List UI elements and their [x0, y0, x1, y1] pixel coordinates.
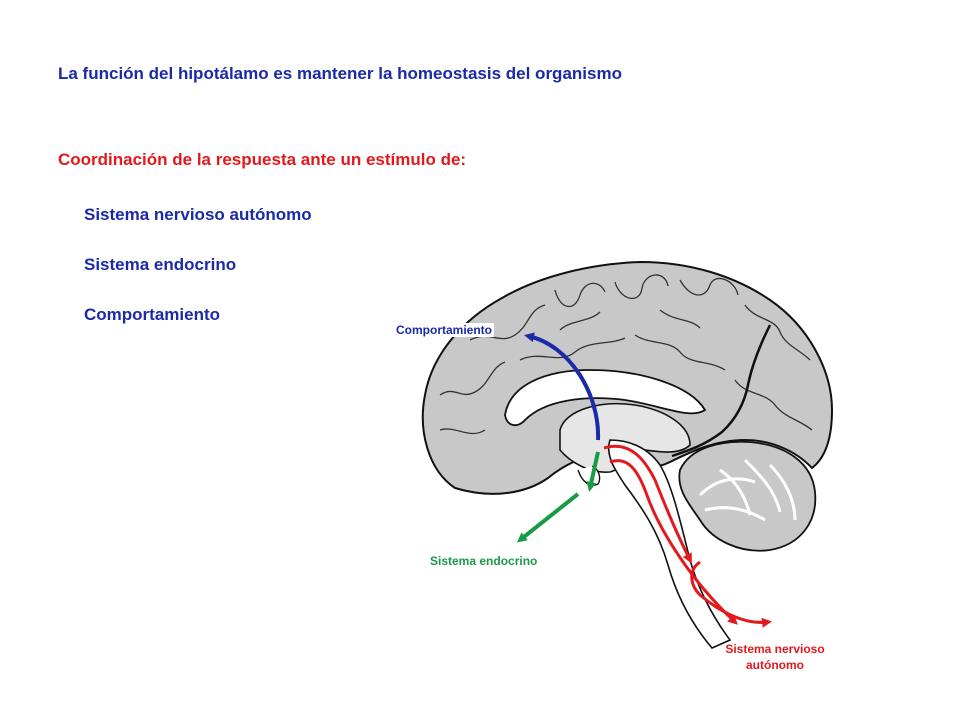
cerebellum-arbor [698, 458, 797, 522]
behavior-label: Comportamiento [394, 323, 494, 337]
autonomic-label-line1: Sistema nervioso [725, 642, 825, 656]
list-item-behavior: Comportamiento [84, 305, 220, 324]
autonomic-arrow-lower-a [609, 459, 738, 625]
behavior-arrow [524, 332, 601, 441]
cerebellum [678, 440, 817, 552]
endocrine-label: Sistema endocrino [430, 554, 538, 568]
main-title: La función del hipotálamo es mantener la… [58, 64, 622, 83]
endocrine-arrow-short [586, 451, 600, 492]
autonomic-arrow-upper [603, 444, 692, 564]
list-item-autonomic: Sistema nervioso autónomo [84, 205, 312, 224]
autonomic-label-line2: autónomo [746, 658, 804, 672]
pituitary [577, 465, 601, 486]
corpus-callosum [504, 369, 707, 426]
endocrine-arrow [516, 492, 580, 543]
diencephalon [559, 402, 691, 473]
list-item-endocrine: Sistema endocrino [84, 255, 237, 274]
autonomic-label: Sistema nervioso autónomo [700, 641, 850, 673]
central-sulcus [671, 324, 772, 458]
coordination-heading: Coordinación de la respuesta ante un est… [58, 150, 467, 169]
autonomic-arrow-lower-b [690, 560, 772, 628]
